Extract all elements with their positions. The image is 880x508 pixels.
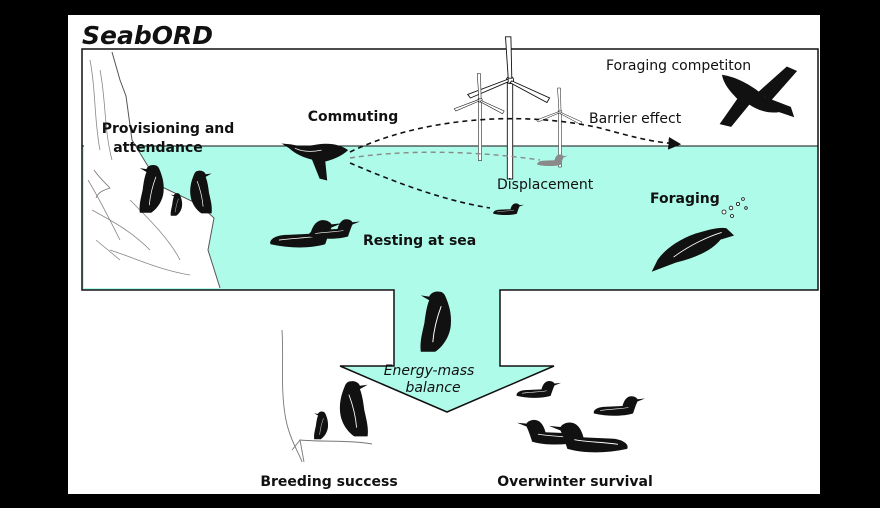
cliff-icon: [84, 51, 221, 289]
diagram-title: SeabORD: [82, 21, 213, 50]
bubbles-icon: [721, 197, 748, 218]
displaced-bird-grey-icon: [537, 154, 568, 167]
label-resting-at-sea: Resting at sea: [363, 233, 476, 249]
environment-frame: [81, 48, 819, 413]
barrier-flight-path: [349, 117, 682, 153]
label-provisioning-1: Provisioning and: [102, 121, 235, 137]
label-foraging: Foraging: [650, 191, 720, 207]
label-barrier-effect: Barrier effect: [589, 111, 682, 127]
label-provisioning-2: attendance: [113, 140, 203, 156]
displacement-path-grey: [349, 151, 541, 161]
label-foraging-competition: Foraging competiton: [606, 58, 751, 74]
label-energy-mass-2: balance: [405, 380, 460, 396]
displacement-path: [349, 162, 491, 209]
label-breeding-success: Breeding success: [260, 474, 397, 490]
label-energy-mass-1: Energy-mass: [384, 363, 475, 379]
label-displacement: Displacement: [497, 177, 594, 193]
sea-area: [82, 146, 818, 412]
competitor-bird-icon: [719, 66, 798, 127]
foraging-bird-icon: [651, 227, 735, 272]
label-commuting: Commuting: [308, 109, 399, 125]
breeding-cliff-icon: [281, 329, 373, 463]
label-overwinter-survival: Overwinter survival: [497, 474, 653, 490]
